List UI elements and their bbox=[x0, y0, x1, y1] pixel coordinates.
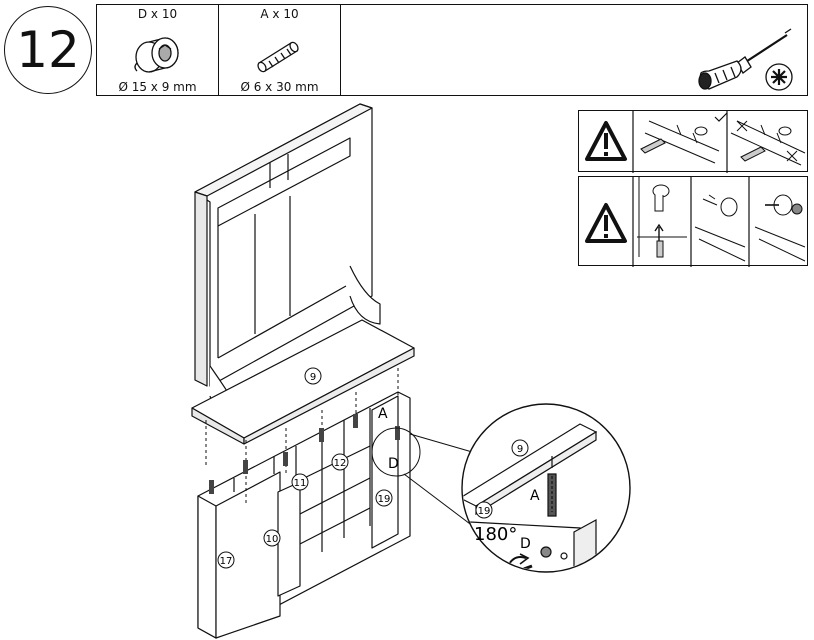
detail-rotation-label: 180° bbox=[474, 524, 517, 545]
part-cam-lock: D x 10 Ø 15 x 9 mm bbox=[97, 5, 219, 95]
parts-list: D x 10 Ø 15 x 9 mm A x 10 Ø 6 x 30 mm bbox=[96, 4, 808, 96]
callout-panel-17: 17 bbox=[220, 556, 233, 567]
detail-label-fastener-d: D bbox=[520, 536, 531, 552]
assembly-drawing: 9 10 11 12 17 19 A D 9 19 A D bbox=[191, 103, 631, 639]
wooden-dowel-icon bbox=[257, 41, 299, 73]
cam-lock-insertion bbox=[585, 177, 806, 267]
part-qty: D x 10 bbox=[137, 7, 178, 21]
part-qty: A x 10 bbox=[260, 7, 299, 21]
zoom-source-circle bbox=[371, 427, 421, 477]
phillips-screwdriver-icon bbox=[698, 28, 793, 91]
callout-panel-12: 12 bbox=[334, 458, 347, 469]
callout-panel-9: 9 bbox=[310, 372, 316, 383]
detail-label-fastener-a: A bbox=[530, 488, 540, 504]
detail-callout-panel-19: 19 bbox=[478, 506, 491, 517]
part-dowel: A x 10 Ø 6 x 30 mm bbox=[219, 5, 341, 95]
callout-panel-19: 19 bbox=[378, 494, 391, 505]
part-size: Ø 6 x 30 mm bbox=[240, 80, 319, 94]
callout-panel-10: 10 bbox=[266, 534, 279, 545]
dowel-glue-check bbox=[585, 111, 806, 173]
step-number-label: 12 bbox=[16, 21, 80, 79]
label-fastener-d: D bbox=[388, 456, 399, 472]
warning-triangle-icon bbox=[585, 121, 627, 161]
warning-panel-dowels bbox=[578, 110, 808, 173]
step-number: 12 bbox=[4, 6, 92, 94]
panel-17 bbox=[197, 495, 217, 639]
callout-panel-11: 11 bbox=[294, 478, 307, 489]
label-fastener-a: A bbox=[378, 406, 388, 422]
detail-callout-panel-9: 9 bbox=[517, 444, 523, 455]
cam-lock-icon bbox=[134, 37, 179, 73]
warning-triangle-icon bbox=[585, 203, 627, 243]
warning-panel-cam-lock bbox=[578, 176, 808, 267]
part-size: Ø 15 x 9 mm bbox=[118, 80, 197, 94]
detail-view: 9 19 A D 180° bbox=[461, 403, 631, 573]
